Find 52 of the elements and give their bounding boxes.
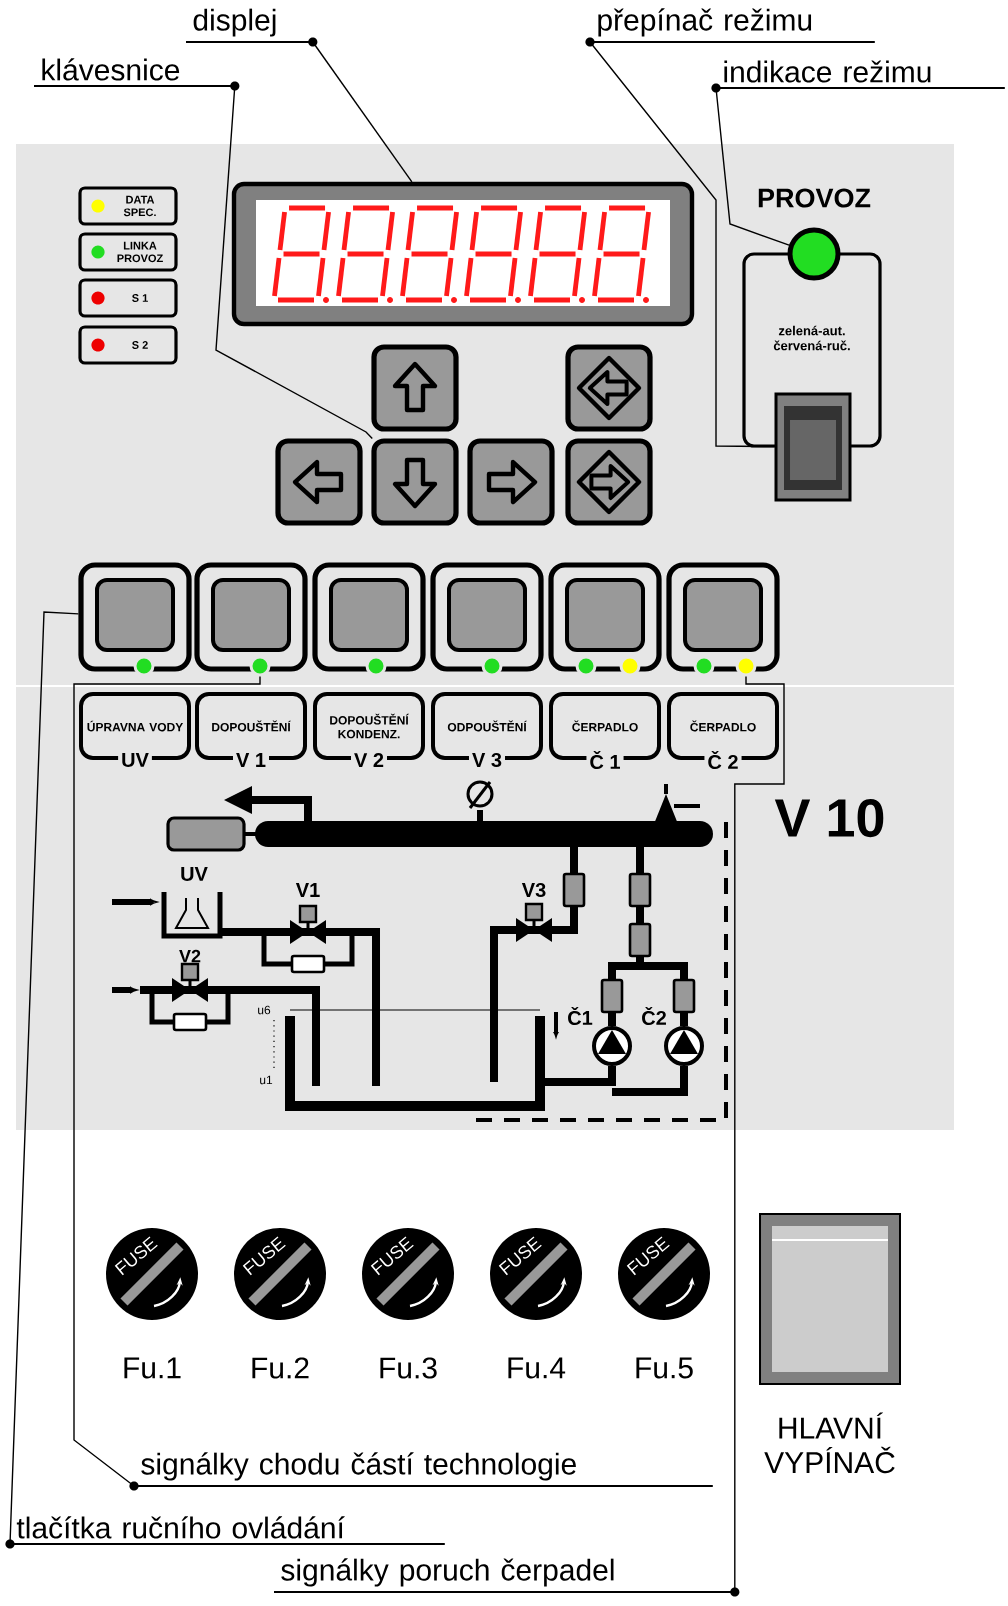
push-button: [666, 562, 780, 672]
signal-lamp: [693, 655, 715, 677]
leader-label: signálky poruch čerpadel: [273, 1558, 740, 1597]
signal-lamp: [735, 655, 757, 677]
leader-line: [73, 675, 261, 1487]
schematic-label: V1: [295, 883, 320, 897]
leader-label: tlačítka ručního ovládání: [5, 1516, 446, 1549]
panel-title: PROVOZ: [758, 188, 871, 208]
leader-label: displej: [185, 8, 318, 47]
fuse-label: Fu.1: [124, 1357, 181, 1379]
switch-label: HLAVNÍ VYPÍNAČ: [764, 1412, 895, 1474]
leader-line: [715, 87, 790, 246]
leader-line: [589, 41, 776, 448]
key: [565, 438, 653, 526]
leader-line: [215, 85, 373, 440]
schematic-label: UV: [181, 867, 208, 881]
fuse-label: Fu.5: [636, 1357, 693, 1379]
schematic-label: Č2: [642, 1006, 666, 1026]
fuse-label: Fu.3: [380, 1357, 437, 1379]
signal-lamp: [575, 655, 597, 677]
signal-lamp: [365, 655, 387, 677]
push-button: [78, 562, 192, 672]
key: [371, 438, 459, 526]
leader-line: [312, 41, 413, 183]
display: [231, 181, 695, 327]
push-button: [548, 562, 662, 672]
schematic-label: Č1: [568, 1006, 593, 1026]
key: [467, 438, 555, 526]
leader-label: přepínač režimu: [585, 8, 876, 47]
signal-lamp: [249, 655, 271, 677]
fuse-label: Fu.2: [252, 1357, 309, 1379]
signal-lamp: [619, 655, 641, 677]
push-button: [430, 562, 544, 672]
schematic-label: V3: [521, 882, 546, 898]
key: [371, 344, 459, 432]
leader-label: signálky chodu částí technologie: [129, 1452, 714, 1491]
leader-label: klávesnice: [33, 58, 240, 91]
fuse-label: Fu.4: [508, 1357, 566, 1379]
main-switch: [759, 1213, 901, 1385]
signal-lamp: [481, 655, 503, 677]
push-button: [312, 562, 426, 672]
key: [275, 438, 363, 526]
key: [565, 344, 653, 432]
indicator-lamp: [787, 227, 841, 281]
push-button: [194, 562, 308, 672]
leader-line: [734, 675, 785, 1593]
signal-lamp: [133, 655, 155, 677]
leader-label: indikace režimu: [711, 60, 1006, 93]
schematic-label: V2: [179, 949, 201, 963]
leader-line: [9, 611, 80, 1545]
model-label: V 10: [774, 798, 884, 838]
rocker-switch: [774, 392, 852, 502]
